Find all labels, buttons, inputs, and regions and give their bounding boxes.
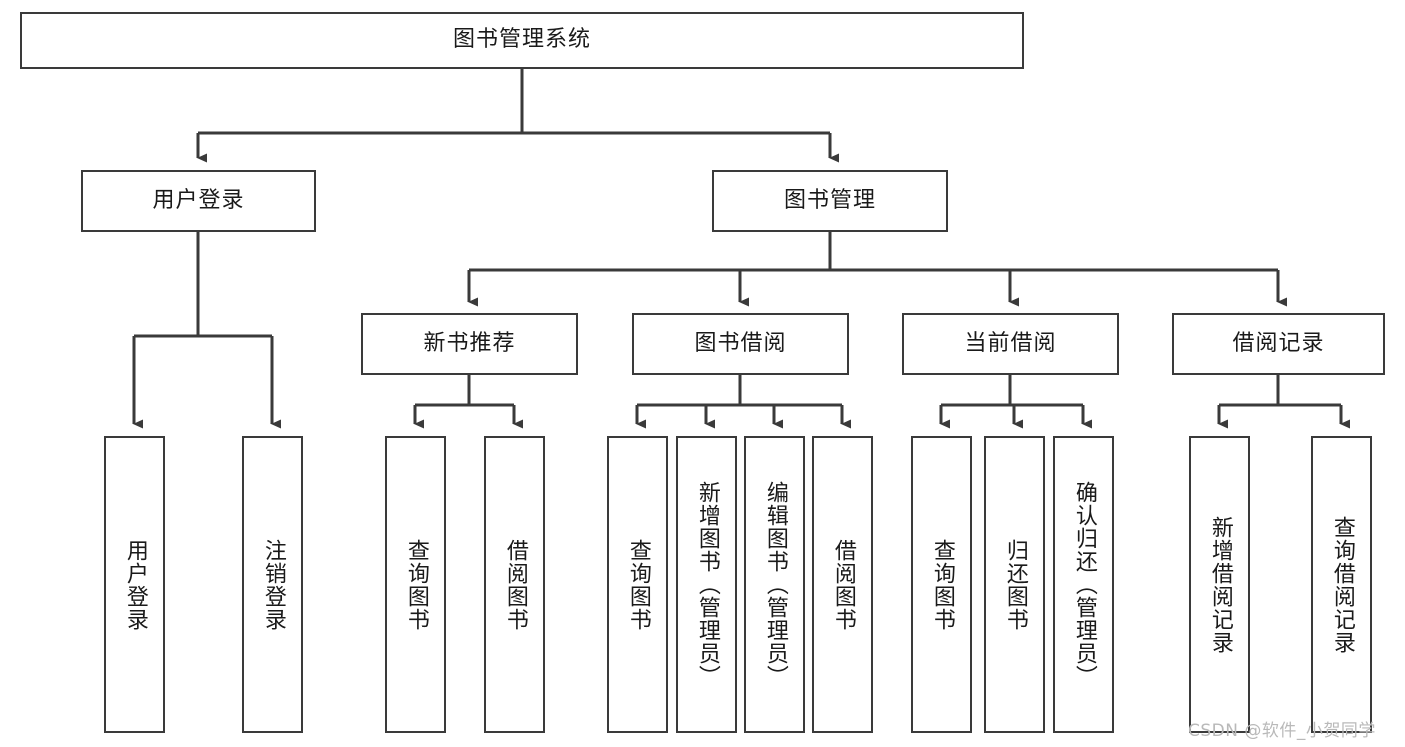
- node-leaf-current-return-book[interactable]: 归还图书: [984, 436, 1045, 733]
- node-leaf-user-login[interactable]: 用户登录: [104, 436, 165, 733]
- node-leaf-record-add-borrow-record[interactable]: 新增借阅记录: [1189, 436, 1250, 733]
- node-leaf-newbook-borrow-book[interactable]: 借阅图书: [484, 436, 545, 733]
- node-leaf-newbook-query-book[interactable]: 查询图书: [385, 436, 446, 733]
- node-level2-borrow-record[interactable]: 借阅记录: [1172, 313, 1385, 375]
- node-leaf-borrow-edit-book-admin[interactable]: 编辑图书（管理员）: [744, 436, 805, 733]
- node-leaf-borrow-add-book-admin[interactable]: 新增图书（管理员）: [676, 436, 737, 733]
- node-leaf-record-query-borrow-record[interactable]: 查询借阅记录: [1311, 436, 1372, 733]
- node-level2-book-borrow[interactable]: 图书借阅: [632, 313, 849, 375]
- node-leaf-current-confirm-return-admin[interactable]: 确认归还（管理员）: [1053, 436, 1114, 733]
- node-leaf-current-query-book[interactable]: 查询图书: [911, 436, 972, 733]
- node-level2-current-borrow[interactable]: 当前借阅: [902, 313, 1119, 375]
- node-level2-new-book-recommend[interactable]: 新书推荐: [361, 313, 578, 375]
- node-root[interactable]: 图书管理系统: [20, 12, 1024, 69]
- node-level1-book-management[interactable]: 图书管理: [712, 170, 948, 232]
- node-level1-user-login[interactable]: 用户登录: [81, 170, 316, 232]
- node-leaf-borrow-lend-book[interactable]: 借阅图书: [812, 436, 873, 733]
- node-leaf-borrow-query-book[interactable]: 查询图书: [607, 436, 668, 733]
- node-leaf-user-logout[interactable]: 注销登录: [242, 436, 303, 733]
